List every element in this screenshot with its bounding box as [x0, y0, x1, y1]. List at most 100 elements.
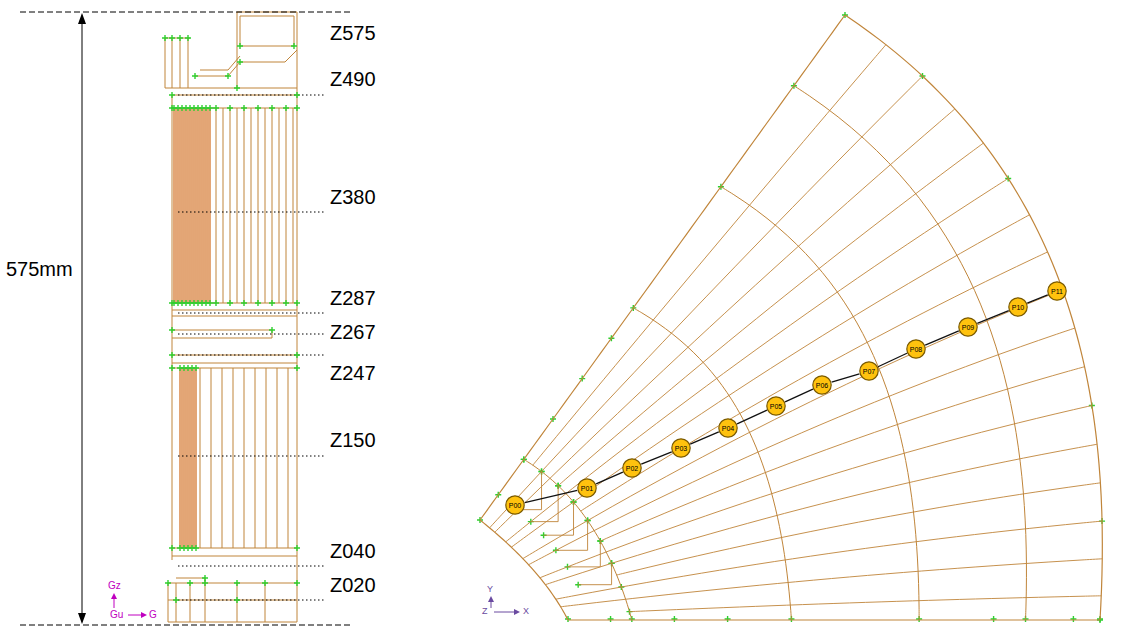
level-leader	[178, 334, 326, 335]
point-circle	[860, 362, 878, 380]
winding-line	[183, 108, 184, 303]
mesh-point-mark	[169, 352, 175, 358]
winding-line	[181, 108, 182, 303]
winding-line	[222, 368, 223, 548]
mesh-point-mark	[294, 300, 300, 306]
point-marker: P05	[766, 396, 786, 416]
section-edge	[165, 38, 166, 88]
winding-line	[189, 108, 190, 303]
winding-line	[177, 108, 178, 303]
mesh-line	[629, 596, 1101, 612]
winding-line	[244, 368, 245, 548]
winding-line	[179, 108, 180, 303]
mesh-point-mark	[234, 580, 240, 586]
section-edge	[172, 38, 173, 88]
mesh-line	[545, 444, 1097, 584]
level-label: Z490	[330, 68, 376, 91]
winding-line	[255, 368, 256, 548]
point-link	[690, 432, 719, 444]
section-edge	[240, 16, 294, 46]
winding-line	[205, 108, 206, 303]
mesh-point-mark	[725, 616, 731, 622]
section-edge	[195, 50, 297, 76]
axis-triad	[111, 593, 520, 618]
level-label: Z020	[330, 574, 376, 597]
winding-line	[244, 108, 245, 303]
mesh-point-mark	[241, 300, 247, 306]
point-circle	[578, 479, 596, 497]
mesh-point-mark	[177, 35, 183, 41]
mesh-point-mark	[227, 300, 233, 306]
mesh-point-mark	[234, 597, 240, 603]
level-leader	[178, 95, 326, 96]
section-edge	[188, 38, 189, 88]
mesh-point-mark	[294, 545, 300, 551]
mesh-line	[490, 76, 923, 528]
axis-arrow	[128, 615, 143, 616]
point-marker: P01	[577, 478, 597, 498]
mesh-point-mark	[291, 43, 297, 49]
sector-arc	[845, 15, 1102, 620]
mesh-point-mark	[162, 35, 168, 41]
mesh-point-mark	[671, 616, 677, 622]
mesh-line	[617, 483, 1101, 575]
section-edge	[180, 38, 181, 88]
point-marker: P03	[671, 438, 691, 458]
point-link	[641, 452, 671, 464]
section-edge	[165, 88, 297, 89]
section-edge	[237, 12, 238, 88]
winding-line	[237, 108, 238, 303]
winding-line	[193, 108, 194, 303]
winding-line	[195, 368, 196, 548]
mesh-point-mark	[207, 300, 213, 306]
level-label: Z247	[330, 362, 376, 385]
point-label: P07	[863, 368, 875, 375]
winding-line	[175, 108, 176, 303]
axis-arrow	[494, 612, 516, 613]
winding-line	[185, 368, 186, 548]
axis-label: Y	[487, 584, 493, 594]
axis-label: Z	[482, 606, 488, 616]
mesh-point-mark	[269, 300, 275, 306]
winding-line	[181, 368, 182, 548]
level-label: Z575	[330, 22, 376, 45]
mesh-line	[529, 328, 1075, 565]
point-marker: P00	[505, 495, 525, 515]
mesh-point-mark	[169, 545, 175, 551]
section-edge	[205, 583, 206, 622]
point-link	[525, 490, 578, 502]
mesh-point-mark	[213, 105, 219, 111]
level-leader	[178, 313, 326, 314]
section-edge	[265, 583, 266, 622]
level-leader	[178, 456, 326, 457]
winding-line	[230, 108, 231, 303]
winding-line	[189, 368, 190, 548]
mesh-line	[561, 559, 1103, 607]
sector-arc	[721, 187, 919, 620]
sector-edge	[480, 15, 845, 520]
winding-line	[199, 108, 200, 303]
point-marker: P06	[812, 375, 832, 395]
mesh-point-mark	[262, 580, 268, 586]
mesh-point-mark	[192, 73, 198, 79]
winding-line	[187, 108, 188, 303]
section-edge	[168, 622, 297, 623]
mesh-point-mark	[173, 597, 179, 603]
point-label: P08	[910, 346, 922, 353]
vertical-section	[165, 12, 297, 622]
point-marker: P10	[1008, 297, 1028, 317]
section-edge	[172, 556, 297, 557]
winding-line	[207, 108, 208, 303]
point-label: P06	[816, 382, 828, 389]
level-label: Z287	[330, 287, 376, 310]
winding-line	[233, 368, 234, 548]
mesh-point-mark	[269, 327, 275, 333]
dimension-value: 575mm	[6, 258, 73, 281]
axis-arrowhead	[514, 609, 520, 615]
sector-edge	[568, 619, 1100, 620]
winding-line	[272, 108, 273, 303]
winding-line	[203, 108, 204, 303]
mesh-point-mark	[294, 365, 300, 371]
mesh-point-mark	[255, 300, 261, 306]
